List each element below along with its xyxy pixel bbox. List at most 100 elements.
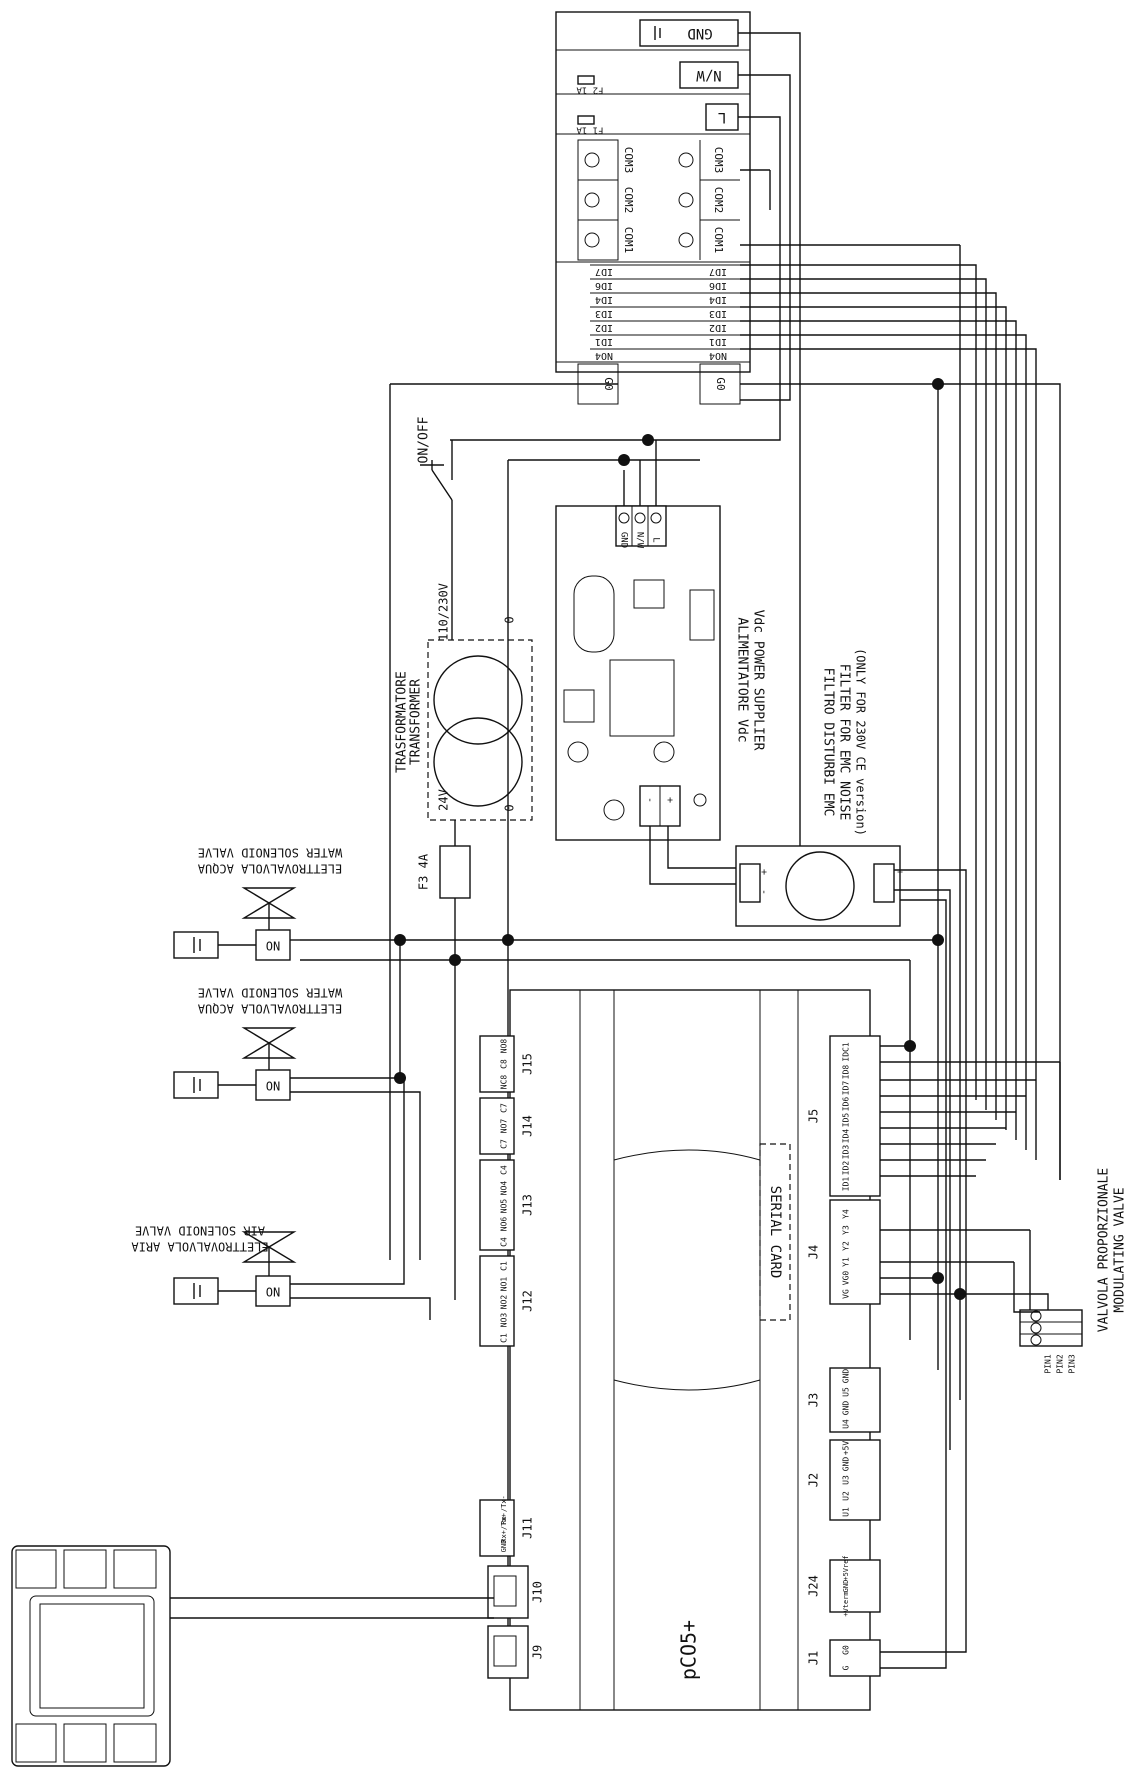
emc-label-note: (ONLY FOR 230V CE version) [854,648,868,836]
mod-pin3: PIN3 [1068,1354,1077,1373]
j11-pin1: Rx-/Tx- [500,1495,508,1525]
emc-right-minus: - [894,889,905,895]
connector-j9: J9 [487,1625,545,1679]
di-left-5: ID2 [595,322,613,333]
emc-label-en: FILTER FOR EMC NOISE [837,664,852,821]
connector-j13: J13 C4 NO4 NO5 NO6 C4 [479,1159,535,1251]
modulating-valve: PIN3 PIN2 PIN1 VALVOLA PROPORZIONALE MOD… [960,1168,1128,1374]
j10-label: J10 [531,1581,545,1603]
j1-pin1: G [842,1665,851,1670]
j4-label: J4 [807,1245,821,1259]
j12-label: J12 [521,1290,535,1312]
g0-right: G0 [714,377,727,390]
di-left-7: NO4 [595,350,613,361]
connector-j12: J12 C1 NO1 NO2 NO3 C1 [479,1255,535,1347]
j13-label: J13 [521,1194,535,1216]
j15-pin1: NO8 [500,1039,509,1054]
di-left-1: ID7 [595,266,613,277]
emc-right-plus: + [894,869,905,875]
mod-pin1: PIN1 [1044,1354,1053,1373]
j12-pin4: NO3 [500,1313,509,1328]
fuse-f2-label: F2 1A [576,85,604,95]
j13-pin5: C4 [500,1237,509,1247]
emc-left-plus: + [758,869,769,875]
connector-j15: J15 NO8 C8 NC8 [479,1035,535,1093]
j24-pin3: +5Vref [842,1555,850,1580]
com1-left: COM1 [622,227,635,254]
j3-pin2: GND [842,1401,851,1416]
j24-pin1: +Vterm [842,1591,850,1616]
di-left-4: ID3 [595,308,613,319]
j5-pin1: ID1 [842,1177,851,1192]
connector-j2: J2 U1 U2 U3 GND +5V [807,1439,881,1521]
valve-water-2: NO ELETTROVALVOLA ACQUA WATER SOLENOID V… [173,940,421,1260]
com1-right: COM1 [712,227,725,254]
ps-in-l: L [651,537,661,542]
emc-filter: + - + - FILTRO DISTURBI EMC FILTER FOR E… [735,648,967,1460]
power-supply: GND N/W L - + ALIMENTATORE Vdc Vdc POWER… [555,440,766,885]
j24-pin2: GND [842,1580,850,1593]
di-right-6: ID1 [709,336,727,347]
di-right-4: ID3 [709,308,727,319]
connector-j1: J1 G G0 [807,1639,881,1677]
j5-pin5: ID5 [842,1113,851,1128]
mod-valve-label-it: VALVOLA PROPORZIONALE [1097,1168,1112,1332]
j5-pin4: ID4 [842,1129,851,1144]
mod-valve-label-en: MODULATING VALVE [1113,1187,1128,1312]
transformer: TRASFORMATORE TRANSFORMER 110/230V 24V 0… [395,560,533,1300]
connector-j5: J5 ID1 ID2 ID3 ID4 ID5 ID6 ID7 ID8 IDC1 [807,1035,881,1197]
j5-pin2: ID2 [842,1161,851,1176]
power-bus [300,384,944,1370]
j2-pin1: U1 [842,1507,851,1517]
j3-pin1: U4 [842,1419,851,1429]
j1-label: J1 [807,1651,821,1665]
ps-out-plus: + [664,797,675,803]
emc-left-minus: - [758,889,769,895]
strip-nw-label: N/W [696,67,722,83]
com2-right: COM2 [712,187,725,214]
di-left-2: ID6 [595,280,613,291]
j11-label: J11 [521,1517,535,1539]
main-board: SERIAL CARD pCO5+ J15 NO8 C8 NC8 J14 C7 … [479,989,881,1711]
transformer-tap-a: 0 [503,616,517,623]
j2-pin4: GND [842,1457,851,1472]
emc-label-it: FILTRO DISTURBI EMC [821,668,836,817]
j12-pin5: C1 [500,1333,509,1343]
j9-label: J9 [531,1645,545,1659]
terminal-strip: GND N/W L F2 1A F1 1A COM3 COM2 COM1 COM… [555,11,751,405]
transformer-label-it: TRASFORMATORE [395,671,410,773]
j13-pin3: NO5 [500,1199,509,1214]
di-left-3: ID4 [595,294,613,305]
j15-pin2: C8 [500,1059,509,1069]
di-right-5: ID2 [709,322,727,333]
valve-2-label-en: WATER SOLENOID VALVE [198,986,343,1000]
j3-label: J3 [807,1393,821,1407]
di-right-1: ID7 [709,266,727,277]
fuse-f1-label: F1 1A [576,125,604,135]
switch-label: ON/OFF [417,416,432,463]
j2-label: J2 [807,1473,821,1487]
valve-water-1: NO ELETTROVALVOLA ACQUA WATER SOLENOID V… [173,846,342,961]
ps-in-gnd: GND [619,532,629,548]
strip-l-label: L [718,109,726,125]
transformer-secondary: 24V [437,789,451,811]
j4-pin2: VG0 [842,1271,851,1286]
j5-pin3: ID3 [842,1145,851,1160]
j5-label: J5 [807,1109,821,1123]
j5-pin7: ID7 [842,1081,851,1096]
ps-label-it: ALIMENTATORE Vdc [735,617,750,742]
di-right-3: ID4 [709,294,727,305]
j14-label: J14 [521,1115,535,1137]
j5-pin8: ID8 [842,1065,851,1080]
terminal-display [11,1545,494,1767]
j2-pin5: +5V [842,1441,851,1456]
j13-pin4: NO6 [500,1217,509,1232]
j12-pin1: C1 [500,1261,509,1271]
valve-2-label-it: ELETTROVALVOLA ACQUA [197,1002,342,1016]
j14-pin3: C7 [500,1139,509,1149]
ps-label-en: Vdc POWER SUPPLIER [751,610,766,751]
valve-3-contact: NO [266,1285,280,1299]
j4-pin4: Y2 [842,1241,851,1251]
j13-pin1: C4 [500,1165,509,1175]
